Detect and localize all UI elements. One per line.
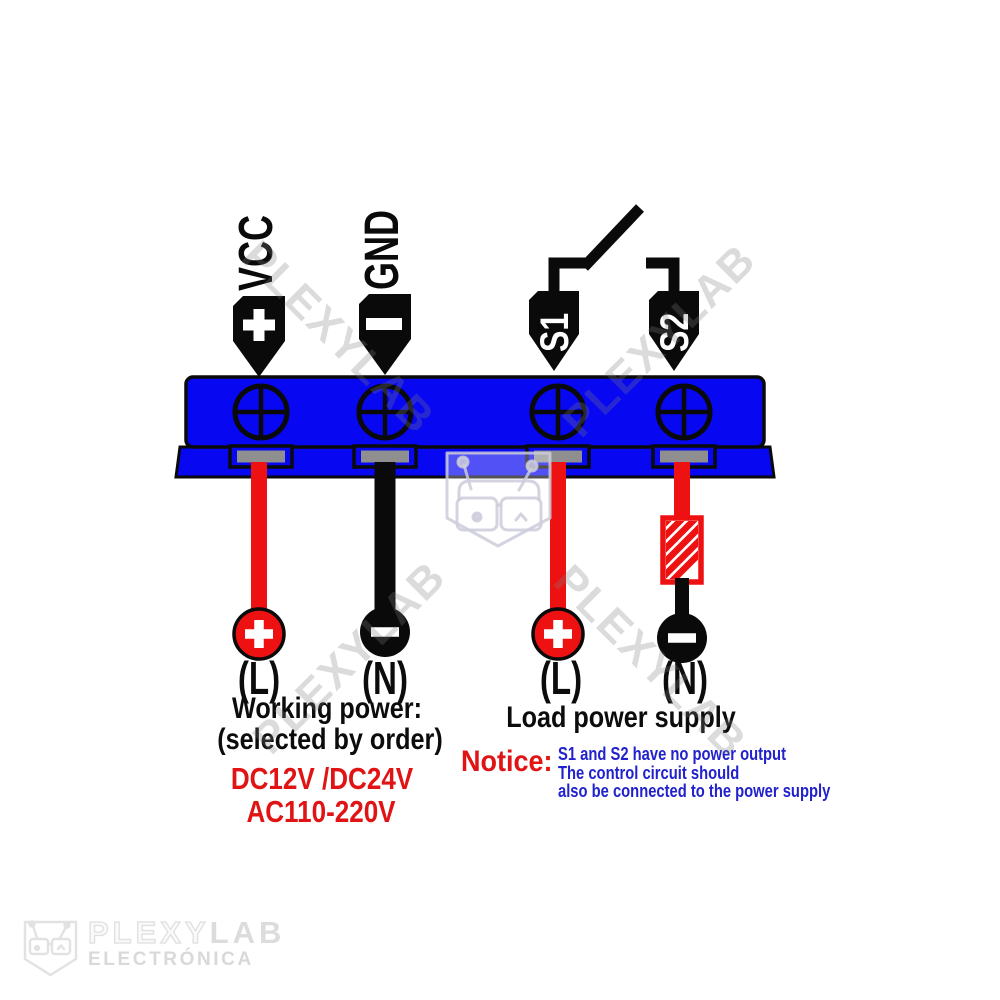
plus-icon bbox=[245, 620, 273, 648]
robot-glasses-icon bbox=[23, 920, 78, 977]
line-label-l2: (L) bbox=[539, 652, 583, 704]
screw-terminal-3 bbox=[529, 383, 587, 441]
load-resistor-icon bbox=[660, 515, 704, 585]
open-switch-icon bbox=[548, 204, 680, 294]
plug-live-1 bbox=[232, 607, 286, 661]
terminal-tag-s1: S1 bbox=[529, 291, 579, 371]
plus-icon bbox=[544, 620, 572, 648]
vcc-label: VCC bbox=[229, 215, 282, 291]
line-label-n1: (N) bbox=[362, 652, 408, 704]
brand-subtitle: ELECTRÓNICA bbox=[88, 949, 254, 970]
wire-slot-4 bbox=[651, 444, 717, 469]
s1-label: S1 bbox=[532, 313, 577, 352]
gnd-black-wire bbox=[374, 462, 396, 610]
s2-black-wire bbox=[675, 578, 689, 616]
switch-s1-lead bbox=[548, 257, 589, 294]
wire-slot-2 bbox=[352, 444, 418, 469]
power-option-dc: DC12V /DC24V bbox=[230, 761, 414, 796]
plug-live-2 bbox=[531, 607, 585, 661]
screw-terminal-4 bbox=[655, 383, 713, 441]
plus-icon bbox=[243, 309, 275, 341]
notice-line-1: S1 and S2 have no power output bbox=[558, 744, 786, 764]
gnd-label: GND bbox=[355, 210, 408, 290]
line-label-l1: (L) bbox=[237, 652, 281, 704]
notice-line-3: also be connected to the power supply bbox=[558, 781, 831, 802]
notice-text: S1 and S2 have no power output The contr… bbox=[558, 745, 830, 801]
brand-name-solid: LAB bbox=[209, 915, 286, 950]
terminal-tag-gnd: GND bbox=[355, 210, 411, 375]
power-option-ac: AC110-220V bbox=[246, 794, 396, 829]
brand-name-outline: PLEXY bbox=[87, 915, 210, 950]
terminal-tag-s2: S2 bbox=[649, 291, 699, 371]
s2-arrow-tag bbox=[649, 291, 699, 371]
notice-line-2: The control circuit should bbox=[558, 762, 740, 783]
load-power-title: Load power supply bbox=[506, 701, 736, 734]
brand-logo: PLEXYLAB ELECTRÓNICA bbox=[22, 915, 286, 980]
wire-slot-1 bbox=[228, 444, 294, 469]
robot-logo-watermark bbox=[445, 451, 552, 548]
screw-terminal-2 bbox=[356, 383, 414, 441]
working-power-subtitle: (selected by order) bbox=[217, 723, 443, 756]
s1-red-wire bbox=[550, 462, 566, 612]
switch-s2-lead bbox=[646, 257, 680, 294]
notice-label: Notice: bbox=[461, 745, 553, 778]
line-label-n2: (N) bbox=[662, 652, 708, 704]
s2-red-wire bbox=[674, 462, 690, 520]
screw-terminal-1 bbox=[232, 383, 290, 441]
switch-lever bbox=[580, 204, 644, 271]
s1-arrow-tag bbox=[529, 291, 579, 371]
plug-neutral-2 bbox=[657, 613, 707, 663]
terminal-tag-vcc: VCC bbox=[229, 215, 285, 377]
s2-label: S2 bbox=[652, 313, 697, 352]
working-power-title: Working power: bbox=[232, 692, 422, 725]
terminal-block-body bbox=[184, 375, 766, 449]
brand-name: PLEXYLAB bbox=[87, 915, 286, 950]
gnd-arrow-tag bbox=[359, 294, 411, 375]
vcc-red-wire bbox=[251, 462, 267, 612]
plug-neutral-1 bbox=[360, 607, 410, 657]
brand-text: PLEXYLAB ELECTRÓNICA bbox=[87, 915, 286, 971]
terminal-block bbox=[174, 375, 776, 479]
